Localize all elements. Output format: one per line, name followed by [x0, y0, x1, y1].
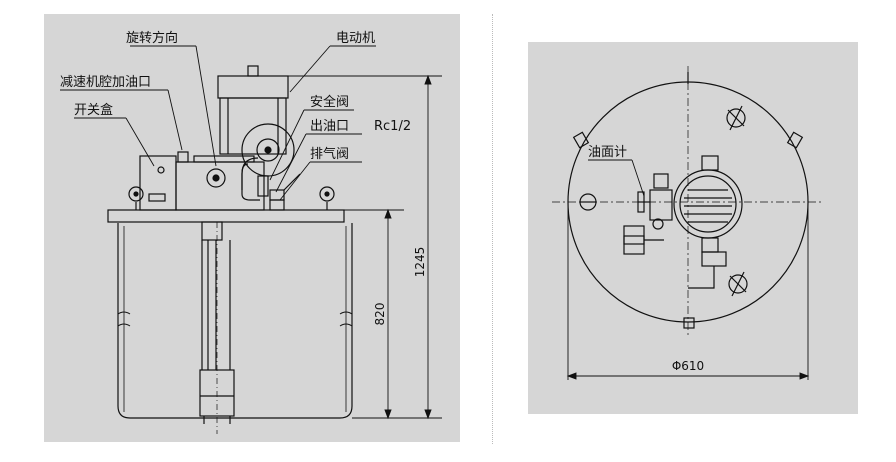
perimeter-fittings — [572, 72, 804, 329]
gear-box — [139, 151, 265, 211]
barrel-height-dimension: 820 — [373, 303, 387, 326]
side-view-panel: 旋转方向 电动机 减速机腔加油口 开关盒 安全阀 出油口 Rc1/2 排气阀 1… — [44, 14, 460, 442]
safety-valve-label: 安全阀 — [310, 94, 349, 110]
barrel — [117, 223, 353, 419]
diameter-dimension-line — [566, 206, 810, 380]
base-bolts — [128, 186, 335, 210]
leader-lines — [60, 45, 376, 201]
central-pump — [623, 155, 743, 289]
top-view-drawing: 油面计 Φ610 — [552, 66, 824, 380]
side-view-drawing: 旋转方向 电动机 减速机腔加油口 开关盒 安全阀 出油口 Rc1/2 排气阀 1… — [60, 30, 442, 434]
thread-spec-label: Rc1/2 — [374, 119, 411, 134]
oil-gauge-leader — [588, 159, 645, 197]
oil-outlet-label: 出油口 — [310, 119, 349, 134]
vent-valve-label: 排气阀 — [310, 146, 349, 162]
pump-column — [199, 221, 235, 434]
dimension-lines — [288, 74, 442, 420]
switch-box-label: 开关盒 — [74, 102, 113, 118]
total-height-dimension: 1245 — [413, 247, 427, 278]
base-plate — [107, 209, 345, 223]
diameter-dimension: Φ610 — [672, 359, 704, 373]
motor-label: 电动机 — [336, 31, 375, 46]
rotation-direction-label: 旋转方向 — [126, 30, 178, 46]
top-view-panel: 油面计 Φ610 — [528, 42, 858, 414]
gearbox-oil-inlet-label: 减速机腔加油口 — [60, 75, 151, 90]
center-lines — [552, 66, 824, 338]
panel-separator — [492, 14, 494, 444]
oil-level-gauge-label: 油面计 — [588, 145, 627, 160]
motor — [217, 65, 289, 155]
